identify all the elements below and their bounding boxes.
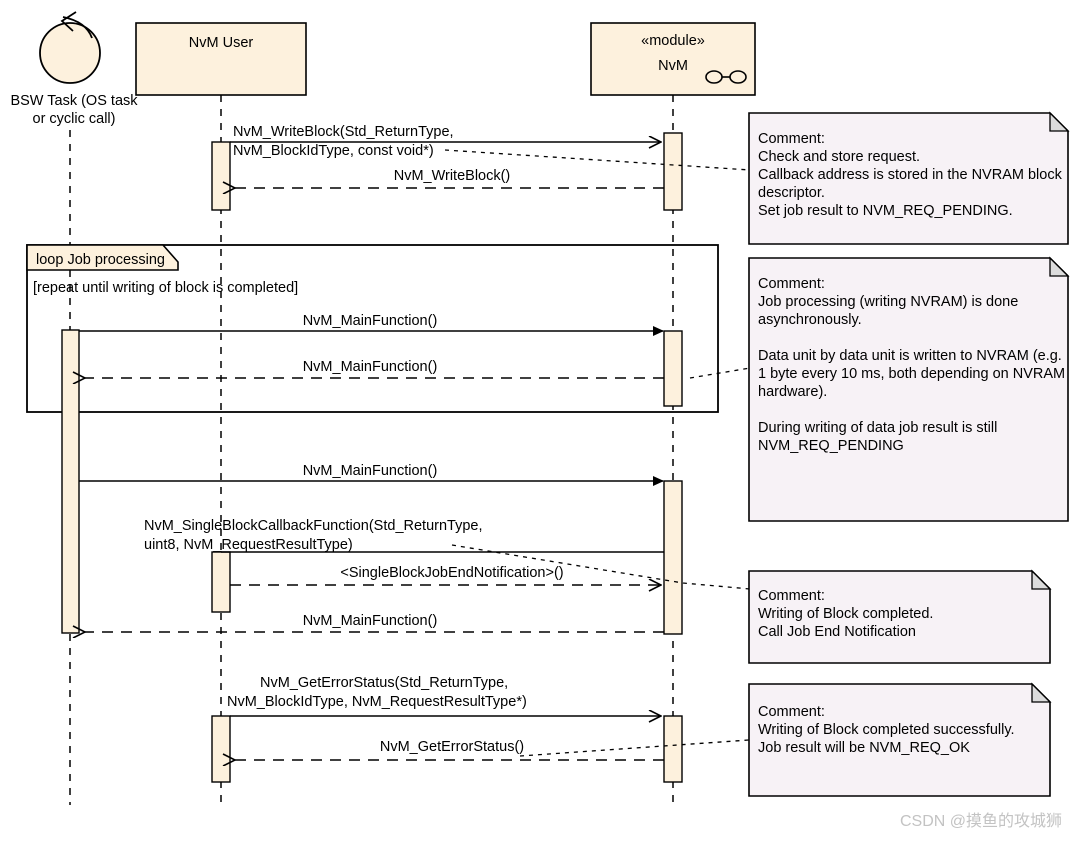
note-n4-line-1: Writing of Block completed successfully. bbox=[758, 722, 1015, 738]
note-n1-box bbox=[748, 112, 1069, 245]
note-n2-line-4: Data unit by data unit is written to NVR… bbox=[758, 348, 1062, 364]
note-n4-line-0: Comment: bbox=[758, 704, 825, 720]
message-m1-label-line1: NvM_WriteBlock(Std_ReturnType, bbox=[233, 124, 454, 140]
activation-nvm-write bbox=[663, 132, 683, 211]
message-m9[interactable]: NvM_GetErrorStatus(Std_ReturnType, NvM_B… bbox=[227, 675, 660, 716]
note-n2-fold-icon bbox=[1049, 256, 1070, 277]
note-n3-line-2: Call Job End Notification bbox=[758, 624, 916, 640]
loop-fragment-tab bbox=[26, 244, 179, 271]
note-n1-line-4: Set job result to NVM_REQ_PENDING. bbox=[758, 203, 1013, 219]
note-n2-connector bbox=[689, 367, 751, 379]
note-n2-box bbox=[748, 257, 1069, 522]
note-n3-box bbox=[748, 570, 1051, 664]
cyclic-task-arrowhead-icon bbox=[60, 11, 77, 32]
note-n1-line-2: Callback address is stored in the NVRAM … bbox=[758, 167, 1063, 183]
note-n2-line-1: Job processing (writing NVRAM) is done bbox=[758, 294, 1018, 310]
participant-nvm-box[interactable] bbox=[590, 22, 756, 96]
watermark: CSDN @摸鱼的攻城狮 bbox=[899, 813, 1062, 830]
participant-nvm-user[interactable]: NvM User bbox=[135, 22, 307, 805]
note-n1-line-3: descriptor. bbox=[758, 185, 825, 201]
activation-bsw-task bbox=[61, 329, 80, 634]
note-n4-box bbox=[748, 683, 1051, 797]
message-m8[interactable]: NvM_MainFunction() bbox=[84, 613, 664, 632]
note-n2: Comment: Job processing (writing NVRAM) … bbox=[689, 256, 1070, 522]
participant-nvm-stereotype: «module» bbox=[641, 33, 705, 49]
activation-nvm-geterror bbox=[663, 715, 683, 783]
activation-nvm-user-write bbox=[211, 141, 231, 211]
participant-bsw-task-label-line2: or cyclic call) bbox=[33, 111, 116, 127]
message-m3-label: NvM_MainFunction() bbox=[303, 313, 438, 329]
component-ball-socket-icon bbox=[705, 70, 747, 84]
note-n4-line-2: Job result will be NVM_REQ_OK bbox=[758, 740, 970, 756]
loop-fragment-guard: [repeat until writing of block is comple… bbox=[33, 280, 298, 296]
activation-nvm-callback bbox=[663, 480, 683, 635]
note-n2-line-2: asynchronously. bbox=[758, 312, 862, 328]
note-n4-fold-icon bbox=[1031, 682, 1052, 703]
note-n2-line-6: hardware). bbox=[758, 384, 827, 400]
message-m7[interactable]: <SingleBlockJobEndNotification>() bbox=[230, 565, 660, 585]
message-m7-label: <SingleBlockJobEndNotification>() bbox=[340, 565, 563, 581]
message-m8-label: NvM_MainFunction() bbox=[303, 613, 438, 629]
note-n1-fold-icon bbox=[1049, 111, 1070, 132]
participant-nvm-label: NvM bbox=[658, 58, 688, 74]
activation-nvm-user-geterror bbox=[211, 715, 231, 783]
note-n1-connector bbox=[444, 149, 751, 171]
message-m4-label: NvM_MainFunction() bbox=[303, 359, 438, 375]
note-n1-line-1: Check and store request. bbox=[758, 149, 920, 165]
message-m5-label: NvM_MainFunction() bbox=[303, 463, 438, 479]
note-n3-connector bbox=[451, 544, 751, 590]
loop-fragment: loop Job processing [repeat until writin… bbox=[26, 244, 719, 413]
note-n2-line-9: NVM_REQ_PENDING bbox=[758, 438, 904, 454]
activation-nvm-user-callback bbox=[211, 551, 231, 613]
note-n4: Comment: Writing of Block completed succ… bbox=[519, 682, 1052, 797]
message-m6-label-line1: NvM_SingleBlockCallbackFunction(Std_Retu… bbox=[144, 518, 483, 534]
note-n3-line-1: Writing of Block completed. bbox=[758, 606, 933, 622]
note-n2-line-8: During writing of data job result is sti… bbox=[758, 420, 997, 436]
message-m2[interactable]: NvM_WriteBlock() bbox=[234, 168, 664, 188]
participant-nvm-user-box[interactable] bbox=[135, 22, 307, 96]
message-m1-label-line2: NvM_BlockIdType, const void*) bbox=[233, 143, 434, 159]
message-m6-label-line2: uint8, NvM_RequestResultType) bbox=[144, 537, 353, 553]
note-n2-line-0: Comment: bbox=[758, 276, 825, 292]
note-n1-line-0: Comment: bbox=[758, 131, 825, 147]
note-n3: Comment: Writing of Block completed. Cal… bbox=[451, 544, 1052, 664]
participant-bsw-task-label-line1: BSW Task (OS task bbox=[10, 93, 138, 109]
participant-nvm[interactable]: «module» NvM bbox=[590, 22, 756, 805]
note-n3-fold-icon bbox=[1031, 569, 1052, 590]
note-n1: Comment: Check and store request. Callba… bbox=[444, 111, 1070, 245]
message-m10[interactable]: NvM_GetErrorStatus() bbox=[234, 739, 664, 760]
activation-nvm-loop bbox=[663, 330, 683, 407]
message-m9-label-line1: NvM_GetErrorStatus(Std_ReturnType, bbox=[260, 675, 508, 691]
message-m10-label: NvM_GetErrorStatus() bbox=[380, 739, 524, 755]
participant-nvm-user-label: NvM User bbox=[189, 35, 254, 51]
note-n4-connector bbox=[519, 739, 750, 757]
message-m1[interactable]: NvM_WriteBlock(Std_ReturnType, NvM_Block… bbox=[230, 124, 660, 159]
note-n2-line-5: 1 byte every 10 ms, both depending on NV… bbox=[758, 366, 1065, 382]
cyclic-task-circle-icon bbox=[39, 22, 101, 84]
message-m4[interactable]: NvM_MainFunction() bbox=[84, 359, 664, 378]
loop-fragment-frame bbox=[26, 244, 719, 413]
message-m2-label: NvM_WriteBlock() bbox=[394, 168, 511, 184]
note-n3-line-0: Comment: bbox=[758, 588, 825, 604]
message-m5[interactable]: NvM_MainFunction() bbox=[79, 463, 664, 486]
loop-fragment-label: loop Job processing bbox=[36, 252, 165, 268]
message-m6[interactable]: NvM_SingleBlockCallbackFunction(Std_Retu… bbox=[144, 518, 664, 553]
message-m3[interactable]: NvM_MainFunction() bbox=[79, 313, 664, 336]
message-m9-label-line2: NvM_BlockIdType, NvM_RequestResultType*) bbox=[227, 694, 527, 710]
